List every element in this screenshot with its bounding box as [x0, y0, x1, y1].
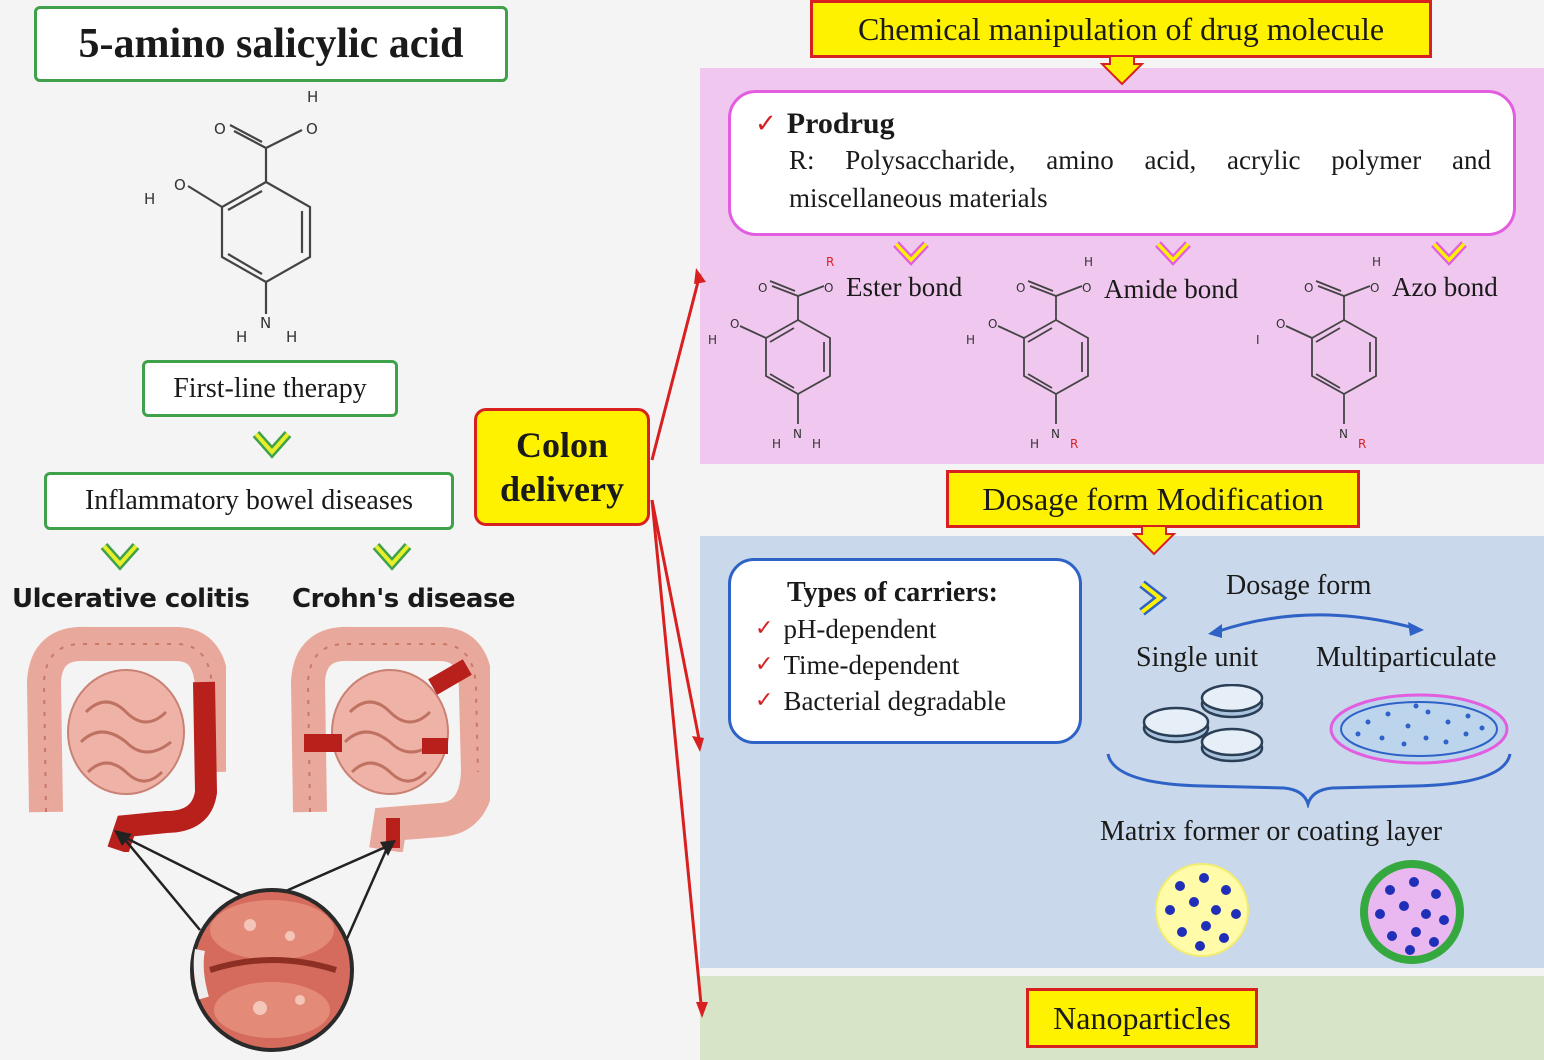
- chevron-down-icon: [1155, 241, 1191, 266]
- svg-text:O: O: [1370, 281, 1379, 295]
- multiparticulate-icon: [1329, 693, 1509, 765]
- svg-text:O: O: [214, 120, 226, 138]
- multiparticulate-label: Multiparticulate: [1316, 642, 1497, 673]
- dosage-form-modification-text: Dosage form Modification: [982, 480, 1324, 517]
- ester-bond-label: Ester bond: [846, 272, 963, 302]
- svg-text:I: I: [1256, 333, 1260, 347]
- svg-text:H: H: [1372, 256, 1381, 269]
- ibd-label: Inflammatory bowel diseases: [84, 485, 414, 516]
- svg-text:H: H: [236, 328, 247, 346]
- svg-text:N: N: [1051, 427, 1060, 441]
- svg-text:O: O: [306, 120, 318, 138]
- delivery-arrows: [650, 268, 708, 1018]
- check-icon: ✓: [755, 616, 774, 641]
- intestine-illustration-crohn: [290, 626, 490, 852]
- svg-text:H: H: [144, 190, 155, 208]
- single-unit-label: Single unit: [1136, 642, 1259, 673]
- carrier-bacterial-label: Bacterial degradable: [783, 686, 1007, 716]
- coated-particle-icon: [1360, 860, 1464, 964]
- ibd-box: Inflammatory bowel diseases: [44, 472, 454, 530]
- matrix-particle-icon: [1155, 863, 1249, 957]
- svg-text:H: H: [1030, 437, 1039, 451]
- arrow-down-icon: [1132, 526, 1176, 556]
- chevron-down-icon: [1431, 241, 1467, 266]
- chevron-down-icon: [372, 543, 412, 571]
- dosage-form-title: Dosage form: [1226, 570, 1372, 601]
- svg-text:H: H: [708, 333, 717, 347]
- drug-title: 5-amino salicylic acid: [78, 21, 464, 67]
- svg-text:O: O: [1082, 281, 1091, 295]
- carrier-item: ✓ Time-dependent: [755, 647, 1069, 683]
- svg-text:H: H: [772, 437, 781, 451]
- prodrug-title: Prodrug: [786, 107, 895, 140]
- carrier-item: ✓ pH-dependent: [755, 611, 1069, 647]
- carrier-ph-label: pH-dependent: [783, 614, 937, 644]
- prodrug-box: ✓ Prodrug R: Polysaccharide, amino acid,…: [728, 90, 1516, 236]
- chevron-down-icon: [252, 431, 292, 459]
- svg-text:O: O: [1016, 281, 1025, 295]
- first-line-therapy-label: First-line therapy: [173, 372, 367, 404]
- carrier-time-label: Time-dependent: [783, 650, 960, 680]
- colon-magnification: [114, 830, 396, 1052]
- svg-text:H: H: [812, 437, 821, 451]
- colon-delivery-line2: delivery: [500, 469, 624, 509]
- chevron-down-icon: [893, 241, 929, 266]
- svg-text:H: H: [966, 333, 975, 347]
- nanoparticles-text: Nanoparticles: [1053, 999, 1231, 1036]
- intestine-illustration-uc: [26, 626, 226, 852]
- svg-text:N: N: [260, 314, 271, 332]
- carriers-box: Types of carriers: ✓ pH-dependent ✓ Time…: [728, 558, 1082, 744]
- dosage-form-split-arrows: [1208, 613, 1424, 638]
- drug-title-box: 5-amino salicylic acid: [34, 6, 508, 82]
- svg-text:O: O: [758, 281, 767, 295]
- check-icon: ✓: [755, 109, 777, 139]
- carriers-title: Types of carriers:: [787, 577, 998, 608]
- matrix-former-label: Matrix former or coating layer: [1100, 816, 1443, 847]
- chevron-right-icon: [1139, 580, 1168, 616]
- azo-bond-label: Azo bond: [1392, 272, 1498, 302]
- svg-text:R: R: [826, 256, 834, 269]
- svg-text:O: O: [174, 176, 186, 194]
- prodrug-description: R: Polysaccharide, amino acid, acrylic p…: [789, 145, 1491, 213]
- svg-text:N: N: [1339, 427, 1348, 441]
- svg-text:N: N: [793, 427, 802, 441]
- chemical-manipulation-text: Chemical manipulation of drug molecule: [857, 10, 1385, 47]
- svg-text:H: H: [286, 328, 297, 346]
- arrow-down-icon: [1100, 56, 1144, 86]
- first-line-therapy-box: First-line therapy: [142, 360, 398, 417]
- dosage-form-modification-label: Dosage form Modification: [946, 470, 1360, 528]
- ulcerative-colitis-label: Ulcerative colitis: [12, 584, 250, 614]
- brace-shape: [1106, 753, 1512, 808]
- svg-text:O: O: [730, 317, 739, 331]
- svg-text:R: R: [1358, 437, 1366, 451]
- chemical-manipulation-label: Chemical manipulation of drug molecule: [810, 0, 1432, 58]
- nanoparticles-label: Nanoparticles: [1026, 988, 1258, 1048]
- check-icon: ✓: [755, 688, 774, 713]
- svg-text:O: O: [1276, 317, 1285, 331]
- svg-text:O: O: [988, 317, 997, 331]
- crohns-disease-label: Crohn's disease: [292, 584, 516, 614]
- amide-bond-label: Amide bond: [1104, 274, 1239, 304]
- svg-text:H: H: [1084, 256, 1093, 269]
- carrier-item: ✓ Bacterial degradable: [755, 683, 1069, 719]
- chevron-down-icon: [100, 543, 140, 571]
- tablets-icon: [1142, 684, 1264, 763]
- svg-text:R: R: [1070, 437, 1078, 451]
- colon-delivery-box: Colon delivery: [474, 408, 650, 526]
- svg-text:H: H: [307, 88, 318, 106]
- colon-delivery-line1: Colon: [515, 425, 609, 465]
- check-icon: ✓: [755, 652, 774, 677]
- svg-text:O: O: [1304, 281, 1313, 295]
- svg-text:O: O: [824, 281, 833, 295]
- mesalamine-structure: O O H O H N H H: [144, 88, 318, 346]
